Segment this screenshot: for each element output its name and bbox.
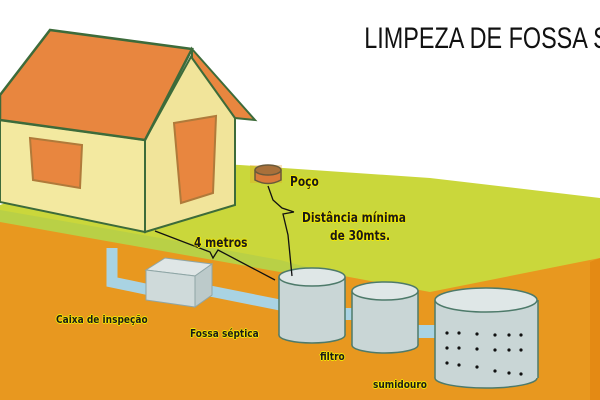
inspection-box	[144, 257, 214, 308]
label-filtro: filtro	[320, 350, 345, 363]
label-sumidouro: sumidouro	[373, 378, 428, 391]
sink-pit-tank	[434, 287, 539, 389]
house	[0, 28, 258, 234]
page-title: LIMPEZA DE FOSSA SÉPTICA	[364, 22, 600, 55]
leader-distancia	[267, 185, 295, 277]
pipe-caixa-fossa	[203, 284, 282, 311]
label-4-metros: 4 metros	[194, 236, 248, 251]
filter-tank	[351, 281, 419, 354]
grass-front-strip	[0, 210, 310, 272]
leader-4-metros	[154, 230, 276, 281]
house-window	[28, 136, 84, 190]
label-caixa-inspecao: Caixa de inspeção	[56, 313, 148, 326]
drainage-holes	[445, 331, 523, 376]
soil-right-side	[590, 258, 600, 400]
label-distancia-line1: Distância mínima	[302, 211, 406, 226]
septic-tank	[278, 267, 346, 344]
label-fossa-septica: Fossa séptica	[190, 327, 259, 340]
house-door	[172, 114, 218, 205]
house-roof-eave	[191, 46, 258, 122]
pipe-house	[106, 248, 152, 296]
label-distancia-line2: de 30mts.	[330, 229, 391, 244]
well	[250, 164, 282, 185]
house-roof	[0, 28, 194, 142]
label-poco: Poço	[290, 175, 319, 190]
